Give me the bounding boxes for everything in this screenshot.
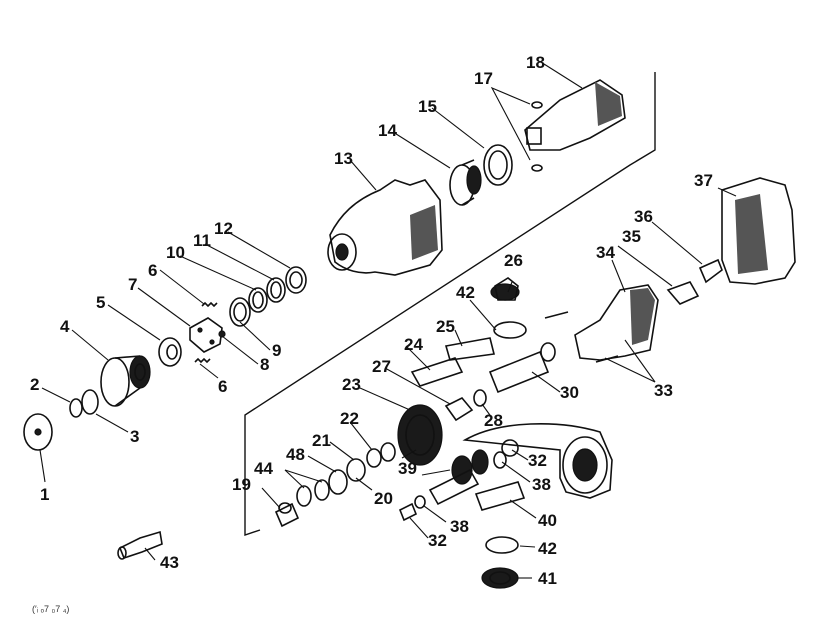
label-5: 5	[96, 293, 105, 312]
label-39: 39	[398, 459, 417, 478]
label-15: 15	[418, 97, 437, 116]
part-rotor-shaft	[428, 468, 480, 506]
label-6-upper: 6	[148, 261, 157, 280]
part-24-plate	[410, 357, 464, 387]
label-6-lower: 6	[218, 377, 227, 396]
label-32-lower: 32	[428, 531, 447, 550]
part-3-washer	[81, 389, 99, 415]
part-25-plate	[444, 337, 495, 361]
label-28: 28	[484, 411, 503, 430]
part-22-ring	[366, 442, 396, 468]
label-8: 8	[260, 355, 269, 374]
part-30-valve	[488, 342, 556, 394]
label-23: 23	[342, 375, 361, 394]
part-35-trigger	[666, 281, 700, 305]
part-40-plate	[474, 481, 526, 511]
part-42-o-ring-lower	[485, 536, 519, 554]
label-9: 9	[272, 341, 281, 360]
part-2-snap-ring	[69, 398, 83, 418]
label-14: 14	[378, 121, 397, 140]
part-12-washer	[285, 266, 307, 294]
part-38-bearing-upper	[493, 451, 507, 469]
label-26: 26	[504, 251, 523, 270]
label-33: 33	[654, 381, 673, 400]
label-34: 34	[596, 243, 615, 262]
label-27: 27	[372, 357, 391, 376]
label-42-upper: 42	[456, 283, 475, 302]
part-19-bushing	[274, 502, 300, 528]
part-21-bushing	[346, 458, 366, 482]
part-6-spring-upper	[201, 301, 218, 308]
label-38-lower: 38	[450, 517, 469, 536]
part-17-keys	[531, 101, 543, 172]
label-2: 2	[30, 375, 39, 394]
label-12: 12	[214, 219, 233, 238]
part-8-ball	[218, 330, 226, 338]
label-36: 36	[634, 207, 653, 226]
part-42-o-ring-upper	[493, 321, 527, 339]
label-7: 7	[128, 275, 137, 294]
part-36-pin	[698, 258, 723, 284]
part-32-bushing-upper	[501, 439, 519, 457]
part-18-anvil	[524, 79, 626, 151]
part-15-washer	[483, 144, 513, 186]
label-41: 41	[538, 569, 557, 588]
assembly-boundary-lines	[244, 72, 656, 536]
label-22: 22	[340, 409, 359, 428]
part-9-washer	[229, 297, 251, 327]
part-37-handle-cover	[721, 177, 796, 285]
label-25: 25	[436, 317, 455, 336]
label-35: 35	[622, 227, 641, 246]
part-14-bearing	[449, 159, 482, 206]
label-44: 44	[254, 459, 273, 478]
label-40: 40	[538, 511, 557, 530]
label-19: 19	[232, 475, 251, 494]
label-21: 21	[312, 431, 331, 450]
part-1-cap	[23, 413, 53, 451]
label-3: 3	[130, 427, 139, 446]
part-4-bearing	[100, 355, 151, 407]
label-30: 30	[560, 383, 579, 402]
label-43: 43	[160, 553, 179, 572]
leader-lines	[39, 63, 737, 579]
label-11: 11	[193, 231, 211, 250]
label-24: 24	[404, 335, 423, 354]
part-7-plate	[189, 317, 223, 353]
label-1: 1	[40, 485, 49, 504]
part-11-washer	[266, 277, 286, 303]
part-number-labels: 1 2 3 4 5 6 7 8 9 6 10 11 12 13 14 15 17…	[30, 53, 713, 614]
part-38-bearing-lower	[414, 495, 426, 509]
label-20: 20	[374, 489, 393, 508]
part-5-bushing	[158, 337, 182, 367]
part-41-end-plate	[481, 567, 519, 589]
part-23-ring-gear	[397, 404, 443, 466]
label-37: 37	[694, 171, 713, 190]
part-39-planet-gears	[451, 449, 489, 485]
part-33-screws	[544, 311, 619, 363]
label-32-upper: 32	[528, 451, 547, 470]
part-28-ring	[473, 389, 487, 407]
label-48: 48	[286, 445, 305, 464]
part-13-front-housing	[327, 179, 443, 276]
part-48-washer	[328, 469, 348, 495]
label-38-upper: 38	[532, 475, 551, 494]
part-10-washer	[248, 287, 268, 313]
part-motor-housing	[462, 423, 613, 499]
label-17: 17	[474, 69, 493, 88]
figure-code: (′ᵢ ₒ7 ₀7 ₄)	[32, 604, 69, 614]
part-43-fitting	[117, 530, 163, 560]
part-27-pin	[444, 397, 474, 422]
part-32-bushing-lower	[398, 502, 418, 522]
label-4: 4	[60, 317, 70, 336]
part-44-washers	[296, 479, 330, 507]
part-34-handle-core	[574, 284, 659, 361]
label-18: 18	[526, 53, 545, 72]
part-6-spring-lower	[194, 357, 211, 364]
label-10: 10	[166, 243, 185, 262]
label-13: 13	[334, 149, 353, 168]
part-26-valve-cap	[490, 277, 520, 301]
label-42-lower: 42	[538, 539, 557, 558]
